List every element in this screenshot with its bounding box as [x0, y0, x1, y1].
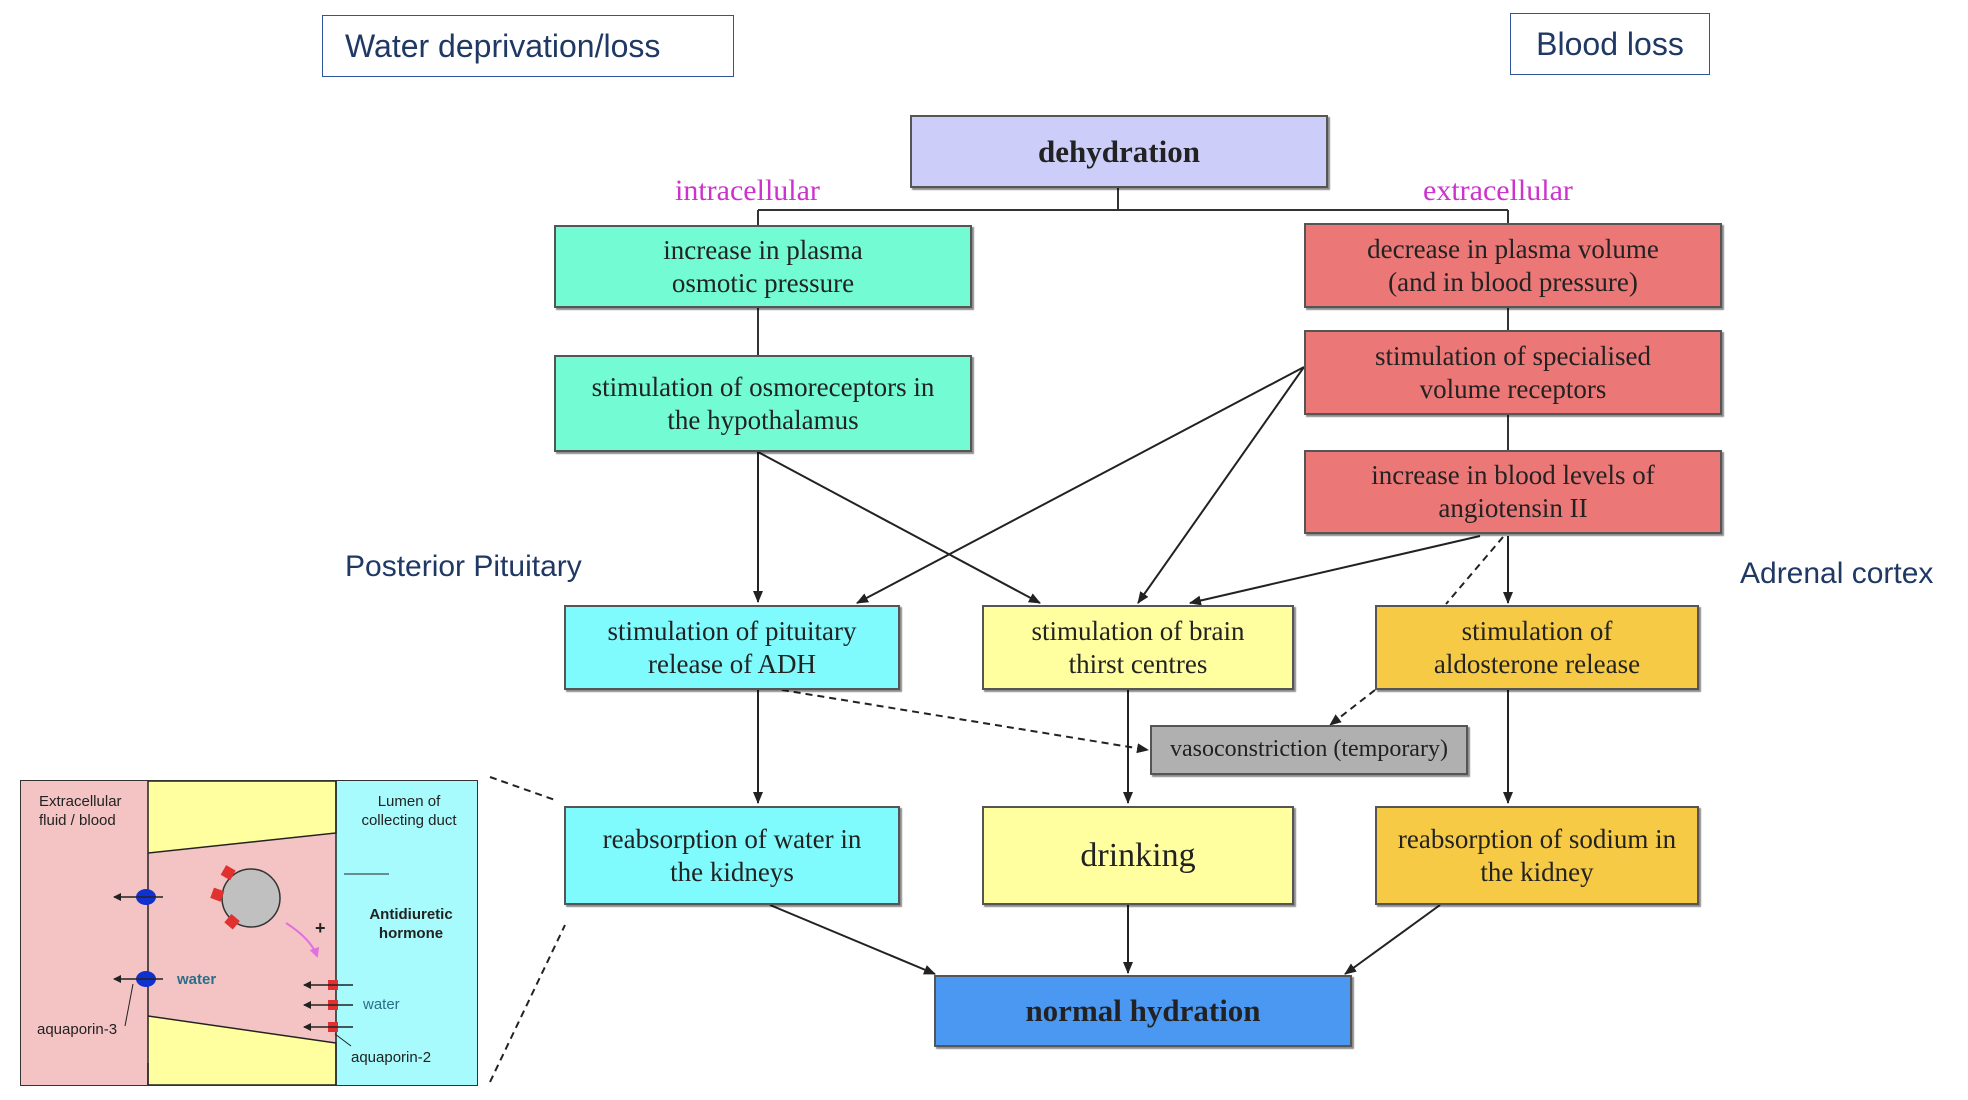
angiotensin-box: increase in blood levels of angiotensin … [1304, 450, 1722, 534]
antidiuretic-hormone-label: Antidiuretic hormone [369, 906, 453, 942]
adh-plus-sign: + [315, 918, 326, 938]
plasma-volume-box: decrease in plasma volume (and in blood … [1304, 223, 1722, 308]
aquaporin2-label: aquaporin-2 [351, 1049, 432, 1066]
thirst-centres-box: stimulation of brain thirst centres [982, 605, 1294, 690]
angiotensin-to-thirst-arrow [1189, 535, 1481, 606]
reabsorption-water-box: reabsorption of water in the kidneys [564, 806, 900, 905]
blood-loss-text: Blood loss [1536, 25, 1684, 62]
water-label-right: water [363, 996, 400, 1013]
osmo-to-thirst-arrow [757, 451, 1041, 604]
normal-hydration-box: normal hydration [934, 975, 1352, 1047]
extracellular-label: extracellular [1423, 174, 1573, 207]
water-loss-text: Water deprivation/loss [345, 27, 661, 64]
adrenal-cortex-label: Adrenal cortex [1740, 557, 1934, 590]
volume-receptors-box: stimulation of specialised volume recept… [1304, 330, 1722, 415]
vasoconstriction-box: vasoconstriction (temporary) [1150, 725, 1468, 775]
collecting-duct-inset: Extracellular fluid / blood Lumen of col… [20, 780, 478, 1086]
posterior-pituitary-label: Posterior Pituitary [345, 550, 582, 583]
vesicle-aquaporin-2 [210, 887, 225, 902]
lumen-label: Lumen of collecting duct [361, 793, 457, 829]
volume-to-adh-arrow [856, 366, 1305, 604]
vesicle [221, 868, 281, 928]
osmoreceptors-box: stimulation of osmoreceptors in the hypo… [554, 355, 972, 452]
inset-zoom-line-top [489, 776, 556, 801]
reabs-sodium-to-normal-arrow [1344, 904, 1441, 975]
adh-to-vaso-dashed-arrow [769, 687, 1149, 754]
angiotensin-to-aldosterone-dashed [1445, 536, 1504, 605]
drinking-box: drinking [982, 806, 1294, 905]
volume-to-thirst-arrow [1137, 366, 1305, 604]
reabsorption-sodium-box: reabsorption of sodium in the kidney [1375, 806, 1699, 905]
branch-line [757, 188, 1509, 225]
extracellular-fluid-label: Extracellular fluid / blood [39, 793, 122, 829]
vesicle-aquaporin-3 [224, 913, 240, 930]
insertion-arrow [285, 922, 320, 958]
dehydration-box: dehydration [910, 115, 1328, 188]
inset-zoom-line-bottom [489, 924, 566, 1083]
intracellular-label: intracellular [675, 174, 820, 207]
aldosterone-release-box: stimulation of aldosterone release [1375, 605, 1699, 690]
aquaporin3-label: aquaporin-3 [37, 1021, 118, 1038]
collecting-duct-drawing [21, 781, 477, 1085]
aldosterone-to-vaso-dashed-arrow [1329, 689, 1376, 726]
adh-release-box: stimulation of pituitary release of ADH [564, 605, 900, 690]
vesicle-aquaporin-1 [220, 865, 236, 881]
osmotic-pressure-box: increase in plasma osmotic pressure [554, 225, 972, 308]
water-label-left: water [177, 971, 217, 988]
water-loss-label: Water deprivation/loss [322, 15, 734, 77]
blood-loss-label: Blood loss [1510, 13, 1710, 75]
reabs-water-to-normal-arrow [769, 904, 936, 975]
